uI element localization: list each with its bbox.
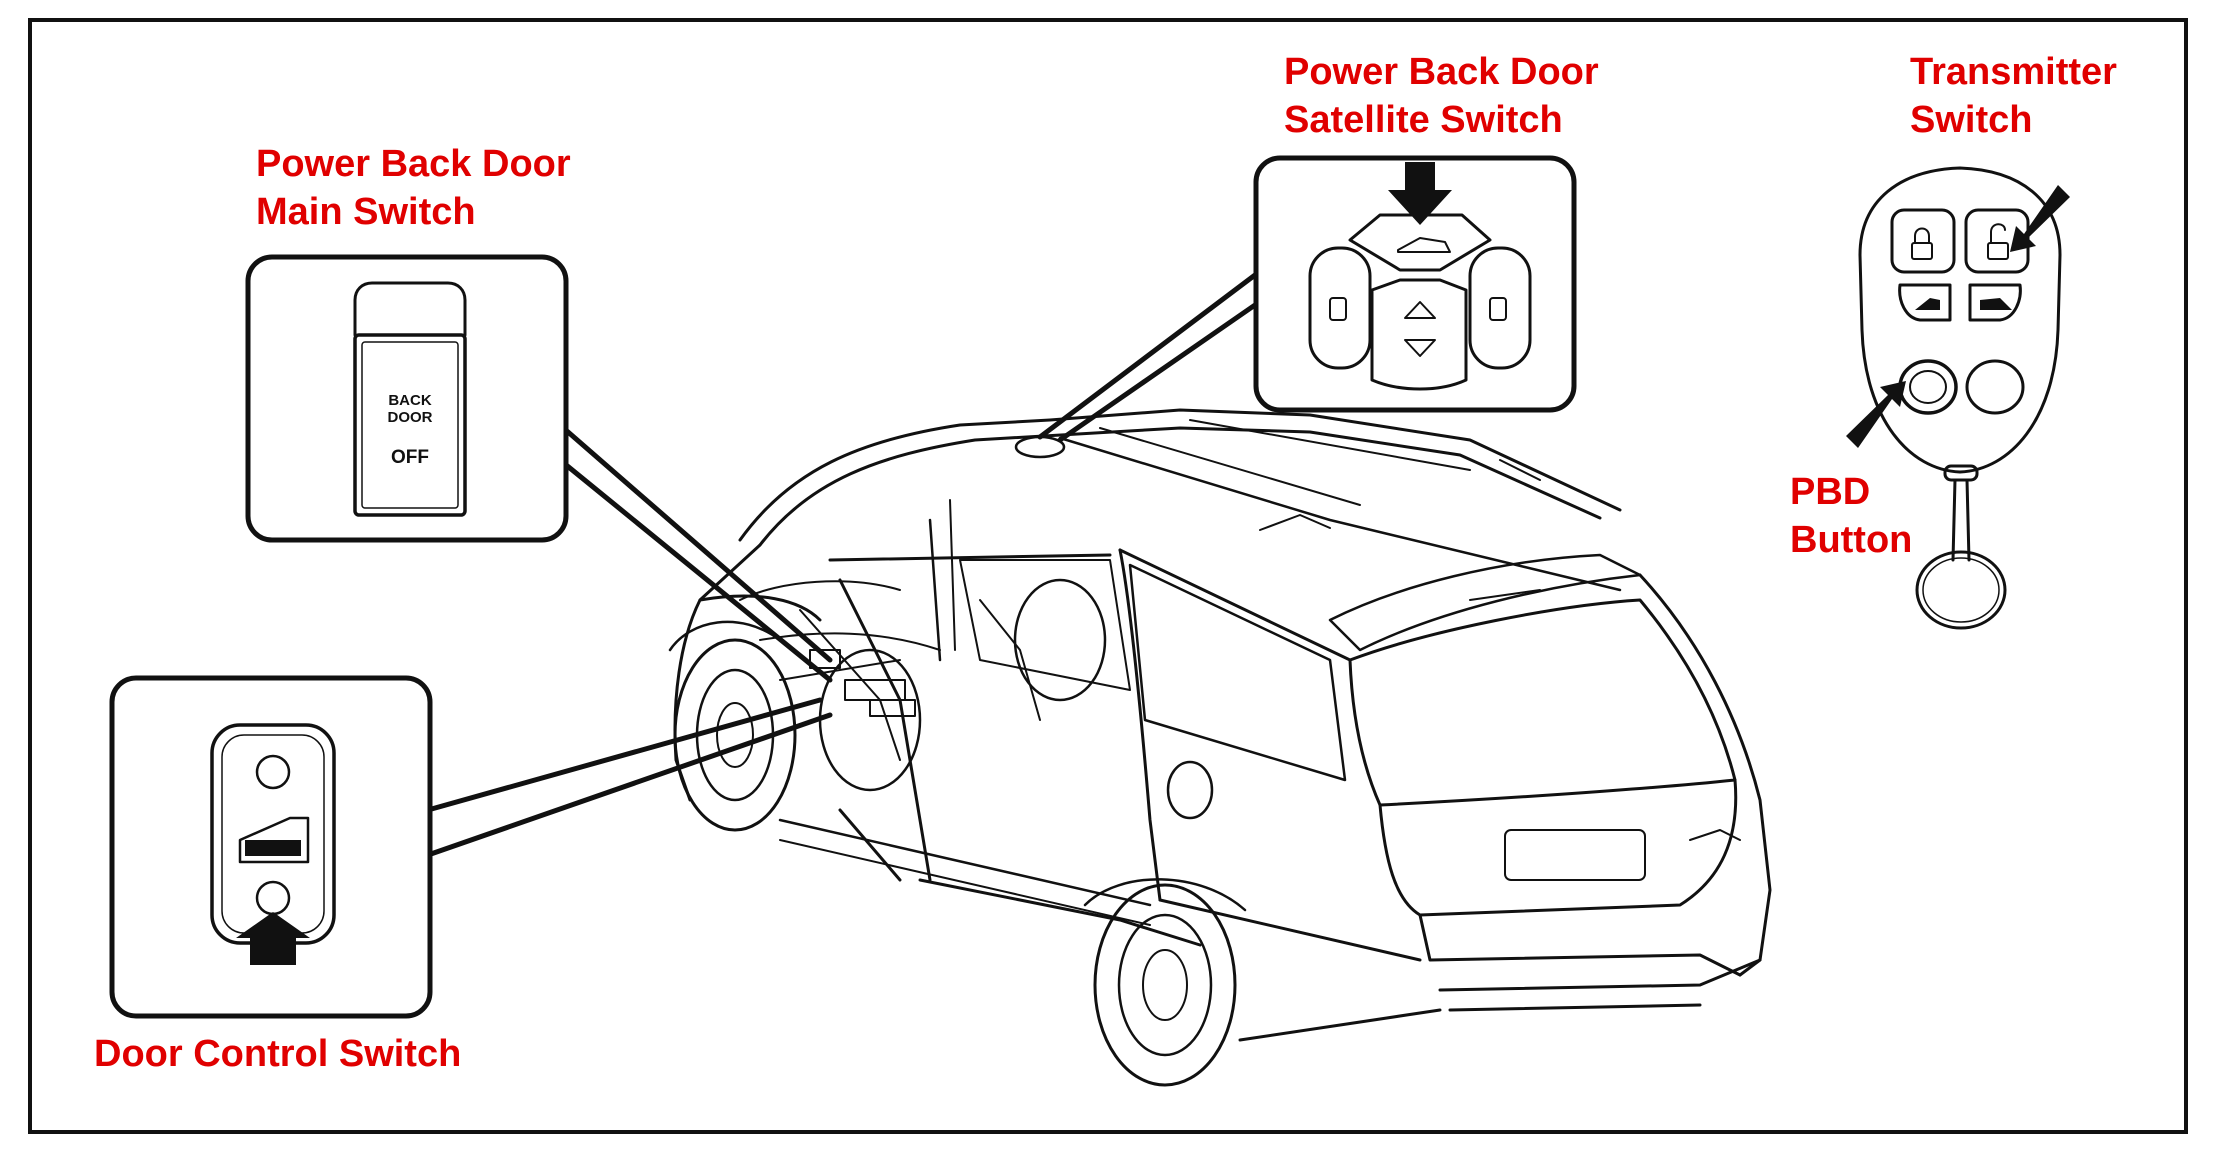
label-main-switch: Power Back Door Main Switch	[256, 140, 571, 236]
label-transmitter-switch-line2: Switch	[1910, 99, 2033, 141]
unlock-icon	[1987, 223, 2009, 260]
label-main-switch-line1: Power Back Door	[256, 143, 571, 185]
leader-lines	[425, 272, 1258, 858]
label-main-switch-line2: Main Switch	[256, 191, 476, 233]
satellite-switch-callout	[1253, 155, 1577, 413]
arrow-icon	[1388, 162, 1452, 225]
label-pbd-button: PBD Button	[1790, 468, 1912, 564]
main-switch-face-line1: BACK	[388, 392, 431, 409]
main-switch-face-line3: OFF	[391, 447, 429, 468]
main-switch-callout	[245, 254, 569, 543]
arrow-icon	[2010, 185, 2070, 252]
label-satellite-switch-line2: Satellite Switch	[1284, 99, 1563, 141]
minivan-illustration	[668, 408, 1772, 1087]
label-transmitter-switch-line1: Transmitter	[1910, 51, 2117, 93]
door-control-switch-callout	[109, 675, 433, 1019]
lock-icon	[1911, 227, 1933, 260]
label-transmitter-switch: Transmitter Switch	[1910, 48, 2117, 144]
label-satellite-switch-line1: Power Back Door	[1284, 51, 1599, 93]
arrow-icon	[1846, 381, 1906, 448]
diagram-frame	[28, 18, 2188, 1134]
transmitter-fob	[1846, 166, 2070, 630]
label-pbd-button-line1: PBD	[1790, 471, 1871, 513]
key-ring-icon	[1915, 464, 2007, 630]
label-door-control-switch: Door Control Switch	[94, 1030, 461, 1078]
label-door-control-switch-line1: Door Control Switch	[94, 1033, 462, 1075]
arrow-icon	[236, 912, 310, 965]
main-switch-face-line2: DOOR	[388, 409, 433, 426]
label-pbd-button-line2: Button	[1790, 519, 1913, 561]
label-satellite-switch: Power Back Door Satellite Switch	[1284, 48, 1599, 144]
